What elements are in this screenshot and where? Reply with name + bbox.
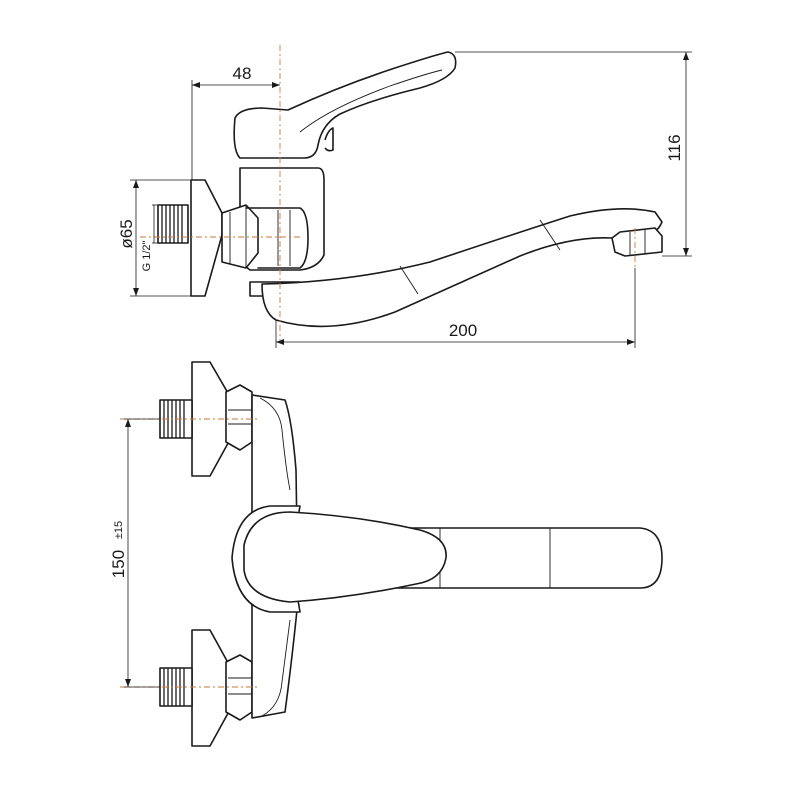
dim-48: 48 <box>191 64 280 180</box>
dim-116: 116 <box>455 51 692 257</box>
side-centerlines <box>140 45 636 340</box>
dim-65-label: ø65 <box>117 219 136 248</box>
dim-116-label: 116 <box>665 134 684 161</box>
dim-48-label: 48 <box>233 64 252 83</box>
side-view <box>157 51 663 328</box>
dim-200: 200 <box>275 268 636 348</box>
front-view <box>159 361 663 747</box>
front-lower-inlet <box>159 629 253 747</box>
dim-65: ø65 G 1/2" <box>117 179 191 297</box>
side-rosette <box>190 179 223 297</box>
dim-150-label: 150 <box>109 550 128 578</box>
dim-150-tolerance: ±15 <box>113 521 125 539</box>
side-body <box>239 167 325 271</box>
side-hex-nut <box>221 204 259 269</box>
dim-200-label: 200 <box>449 321 477 340</box>
side-aerator <box>611 227 663 257</box>
front-lever <box>243 511 447 603</box>
dim-150: 150 ±15 <box>109 418 160 688</box>
thread-size-label: G 1/2" <box>141 241 153 272</box>
